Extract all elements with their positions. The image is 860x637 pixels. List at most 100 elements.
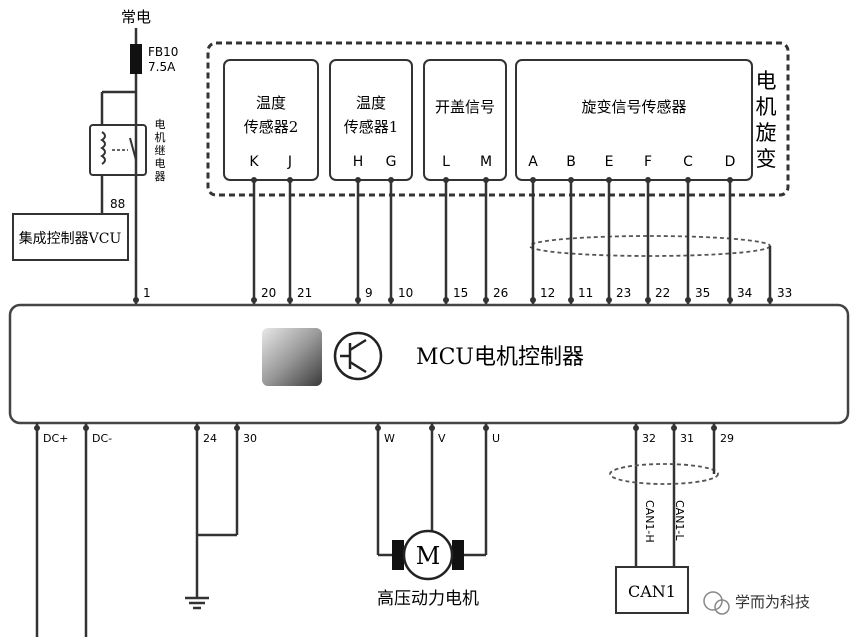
connector-dot (34, 425, 40, 431)
connector-dot (133, 297, 139, 303)
sensor-pin-label: J (287, 154, 292, 170)
relay-label-char: 电 (155, 157, 166, 170)
power-supply: 常电 FB10 7.5A (100, 8, 178, 305)
sensor-pin-label: M (480, 154, 492, 170)
sensor-subtitle: 传感器1 (344, 118, 399, 136)
mcu-top-pin-label: 9 (365, 286, 373, 300)
connector-dot (483, 297, 489, 303)
sensor-pin-label: H (353, 154, 364, 170)
sensor-pin-label: D (725, 154, 736, 170)
connector-dot (767, 297, 773, 303)
sensor-pin-label: B (566, 154, 576, 170)
shield-ellipse-bottom (609, 463, 719, 485)
connector-dot (234, 425, 240, 431)
mcu-top-pin-label: 12 (540, 286, 555, 300)
fuse-id: FB10 (148, 45, 178, 59)
connector-dot (633, 425, 639, 431)
mcu-bottom-pin-label: 24 (203, 432, 217, 445)
sensor-title: 旋变信号传感器 (581, 98, 686, 116)
relay-label-char: 电 (155, 118, 166, 131)
sensor-subtitle: 传感器2 (244, 118, 299, 136)
power-label: 常电 (121, 8, 151, 26)
mcu-controller: MCU电机控制器 (8, 303, 850, 425)
ground-network (185, 533, 237, 610)
mcu-top-pin-label: 10 (398, 286, 413, 300)
mcu-bottom-pin-label: DC- (92, 432, 112, 445)
resolver-label-char: 电 (756, 69, 777, 93)
can-l-label: CAN1-L (673, 500, 686, 541)
can-h-label: CAN1-H (643, 500, 656, 543)
sensor-pin-label: K (249, 154, 259, 170)
sensor-pin-label: F (644, 154, 652, 170)
mcu-bottom-pin-label: 31 (680, 432, 694, 445)
sensor-pin-label: A (528, 154, 538, 170)
sensor-box-4: 旋变信号传感器 A B E F C D (515, 59, 753, 183)
connector-dot (355, 297, 361, 303)
sensor-title: 温度 (256, 94, 286, 112)
fuse-rating: 7.5A (148, 60, 176, 74)
sensor-title: 温度 (356, 94, 386, 112)
mcu-bottom-pin-label: 30 (243, 432, 257, 445)
resolver-label-char: 变 (756, 147, 777, 171)
mcu-bottom-pin-label: U (492, 432, 500, 445)
resolver-group-frame (206, 41, 790, 197)
mcu-top-pin-label: 26 (493, 286, 508, 300)
mcu-bottom-pin-label: W (384, 432, 395, 445)
fuse-symbol (130, 44, 142, 74)
mcu-label: MCU电机控制器 (416, 345, 584, 370)
connector-dot (606, 297, 612, 303)
sensor-title: 开盖信号 (435, 98, 495, 116)
connector-dot (685, 297, 691, 303)
connector-dot (83, 425, 89, 431)
sensor-pin-label: C (683, 154, 693, 170)
watermark-text: 学而为科技 (735, 593, 810, 611)
mcu-top-pin-label: 11 (578, 286, 593, 300)
resolver-label-char: 机 (756, 95, 777, 119)
mcu-top-pin-label: 34 (737, 286, 752, 300)
mcu-top-pin-label: 23 (616, 286, 631, 300)
mcu-image-icon (262, 328, 322, 386)
connector-dot (671, 425, 677, 431)
connector-dot (530, 297, 536, 303)
mcu-bottom-pin-label: V (438, 432, 446, 445)
connector-dot (388, 297, 394, 303)
connector-dot (287, 297, 293, 303)
mcu-top-pin-label: 15 (453, 286, 468, 300)
connector-dot (443, 297, 449, 303)
connector-dot (483, 425, 489, 431)
connector-dot (645, 297, 651, 303)
motor: M 高压动力电机 (377, 529, 486, 609)
connector-dot (727, 297, 733, 303)
wechat-icon (703, 591, 723, 611)
shield-ellipse-top (529, 235, 771, 257)
vcu-pin: 88 (110, 197, 125, 211)
mcu-top-pin-label: 20 (261, 286, 276, 300)
sensor-pin-label: L (442, 154, 450, 170)
mcu-bottom-pin-label: 32 (642, 432, 656, 445)
mcu-bottom-pin-label: DC+ (43, 432, 68, 445)
connector-dot (194, 425, 200, 431)
sensor-box-3: 开盖信号 L M (423, 59, 507, 183)
relay-coil-icon (100, 131, 106, 165)
mcu-top-pin-label: 33 (777, 286, 792, 300)
connector-dot (375, 425, 381, 431)
relay-switch-icon (129, 137, 137, 161)
relay-label-char: 继 (155, 144, 166, 157)
relay-label-char: 机 (155, 130, 166, 144)
transistor-icon (333, 331, 383, 381)
connector-dot (568, 297, 574, 303)
sensor-pin-label: G (386, 154, 397, 170)
relay-label-char: 器 (155, 170, 166, 183)
mcu-top-pin-label: 21 (297, 286, 312, 300)
sensor-pin-label: E (605, 154, 614, 170)
vcu-box: 集成控制器VCU (12, 213, 129, 261)
vcu-label: 集成控制器VCU (19, 230, 122, 247)
mcu-top-pin-label: 35 (695, 286, 710, 300)
